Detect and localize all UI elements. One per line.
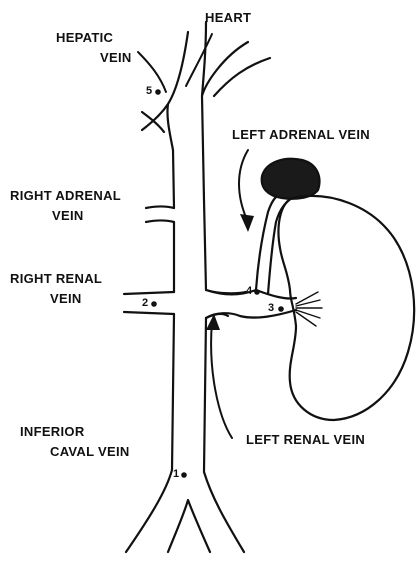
site-number-2: 2 (142, 297, 148, 309)
site-number-1: 1 (173, 468, 179, 480)
label-left-adrenal-vein: LEFT ADRENAL VEIN (232, 127, 370, 142)
label-right-renal-vein-line1: RIGHT RENAL (10, 271, 102, 286)
left-adrenal-vein (256, 194, 292, 294)
label-right-renal-vein-line2: VEIN (50, 291, 82, 306)
label-left-renal-vein: LEFT RENAL VEIN (246, 432, 365, 447)
site-dot-2 (151, 301, 157, 307)
adrenal-gland (262, 159, 320, 199)
site-number-3: 3 (268, 302, 274, 314)
site-number-5: 5 (146, 85, 152, 97)
site-number-4: 4 (246, 285, 252, 297)
site-dot-4 (254, 289, 260, 295)
site-dot-5 (155, 89, 161, 95)
right-renal-vein (124, 292, 174, 314)
iliac-bifurcation (168, 500, 210, 552)
label-heart: HEART (205, 10, 251, 25)
left-renal-arrow (211, 322, 232, 438)
label-hepatic-vein-line1: HEPATIC (56, 30, 113, 45)
label-right-adrenal-vein-line1: RIGHT ADRENAL (10, 188, 121, 203)
heart-label-pointer (186, 34, 212, 86)
site-dot-3 (278, 306, 284, 312)
right-adrenal-vein (146, 207, 174, 223)
hepatic-vein-inflow (142, 112, 164, 132)
left-adrenal-arrowhead (240, 214, 254, 232)
label-right-adrenal-vein-line2: VEIN (52, 208, 84, 223)
site-dot-1 (181, 472, 187, 478)
label-hepatic-vein-line2: VEIN (100, 50, 132, 65)
renal-hilum-vessels (296, 292, 322, 326)
left-adrenal-arrow (239, 150, 248, 222)
label-inferior-caval-vein-line2: CAVAL VEIN (50, 444, 130, 459)
label-inferior-caval-vein-line1: INFERIOR (20, 424, 85, 439)
caval-vein-right-wall (202, 22, 248, 552)
